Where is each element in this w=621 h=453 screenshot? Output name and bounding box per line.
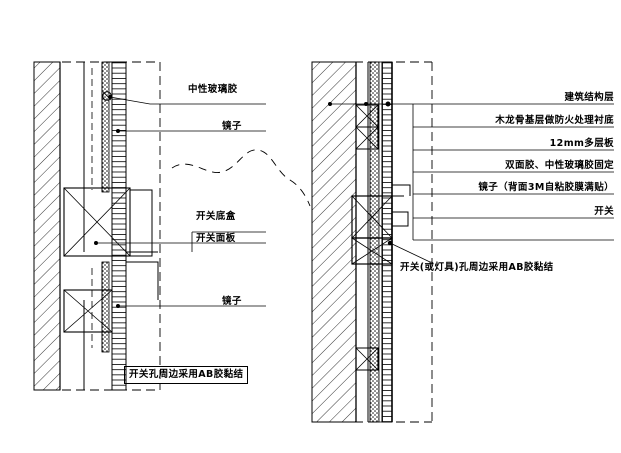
left-detail-group — [33, 61, 311, 391]
label-wood-keel-fireproof-base: 木龙骨基层做防火处理衬底 — [495, 115, 614, 126]
label-neutral-glass-glue: 中性玻璃胶 — [188, 84, 238, 95]
label-mirror-bottom: 镜子 — [222, 296, 242, 307]
right-detail-group — [311, 61, 614, 423]
label-switch-panel: 开关面板 — [196, 233, 236, 244]
left-leaders — [94, 95, 266, 308]
label-plywood-12mm: 12mm多层板 — [549, 138, 614, 149]
label-double-tape-neutral-glue-fix: 双面胶、中性玻璃胶固定 — [505, 160, 614, 171]
label-switch-back-box: 开关底盒 — [196, 211, 236, 222]
note-ab-glue-right: 开关(或灯具)孔周边采用AB胶黏结 — [400, 262, 554, 273]
label-mirror-3m-film: 镜子（背面3M自粘胶膜满贴） — [478, 182, 614, 193]
label-mirror-top: 镜子 — [222, 121, 242, 132]
right-leaders — [327, 101, 614, 263]
label-building-structure-layer: 建筑结构层 — [564, 92, 614, 103]
label-switch: 开关 — [594, 206, 614, 217]
note-ab-glue-left: 开关孔周边采用AB胶黏结 — [124, 366, 249, 384]
